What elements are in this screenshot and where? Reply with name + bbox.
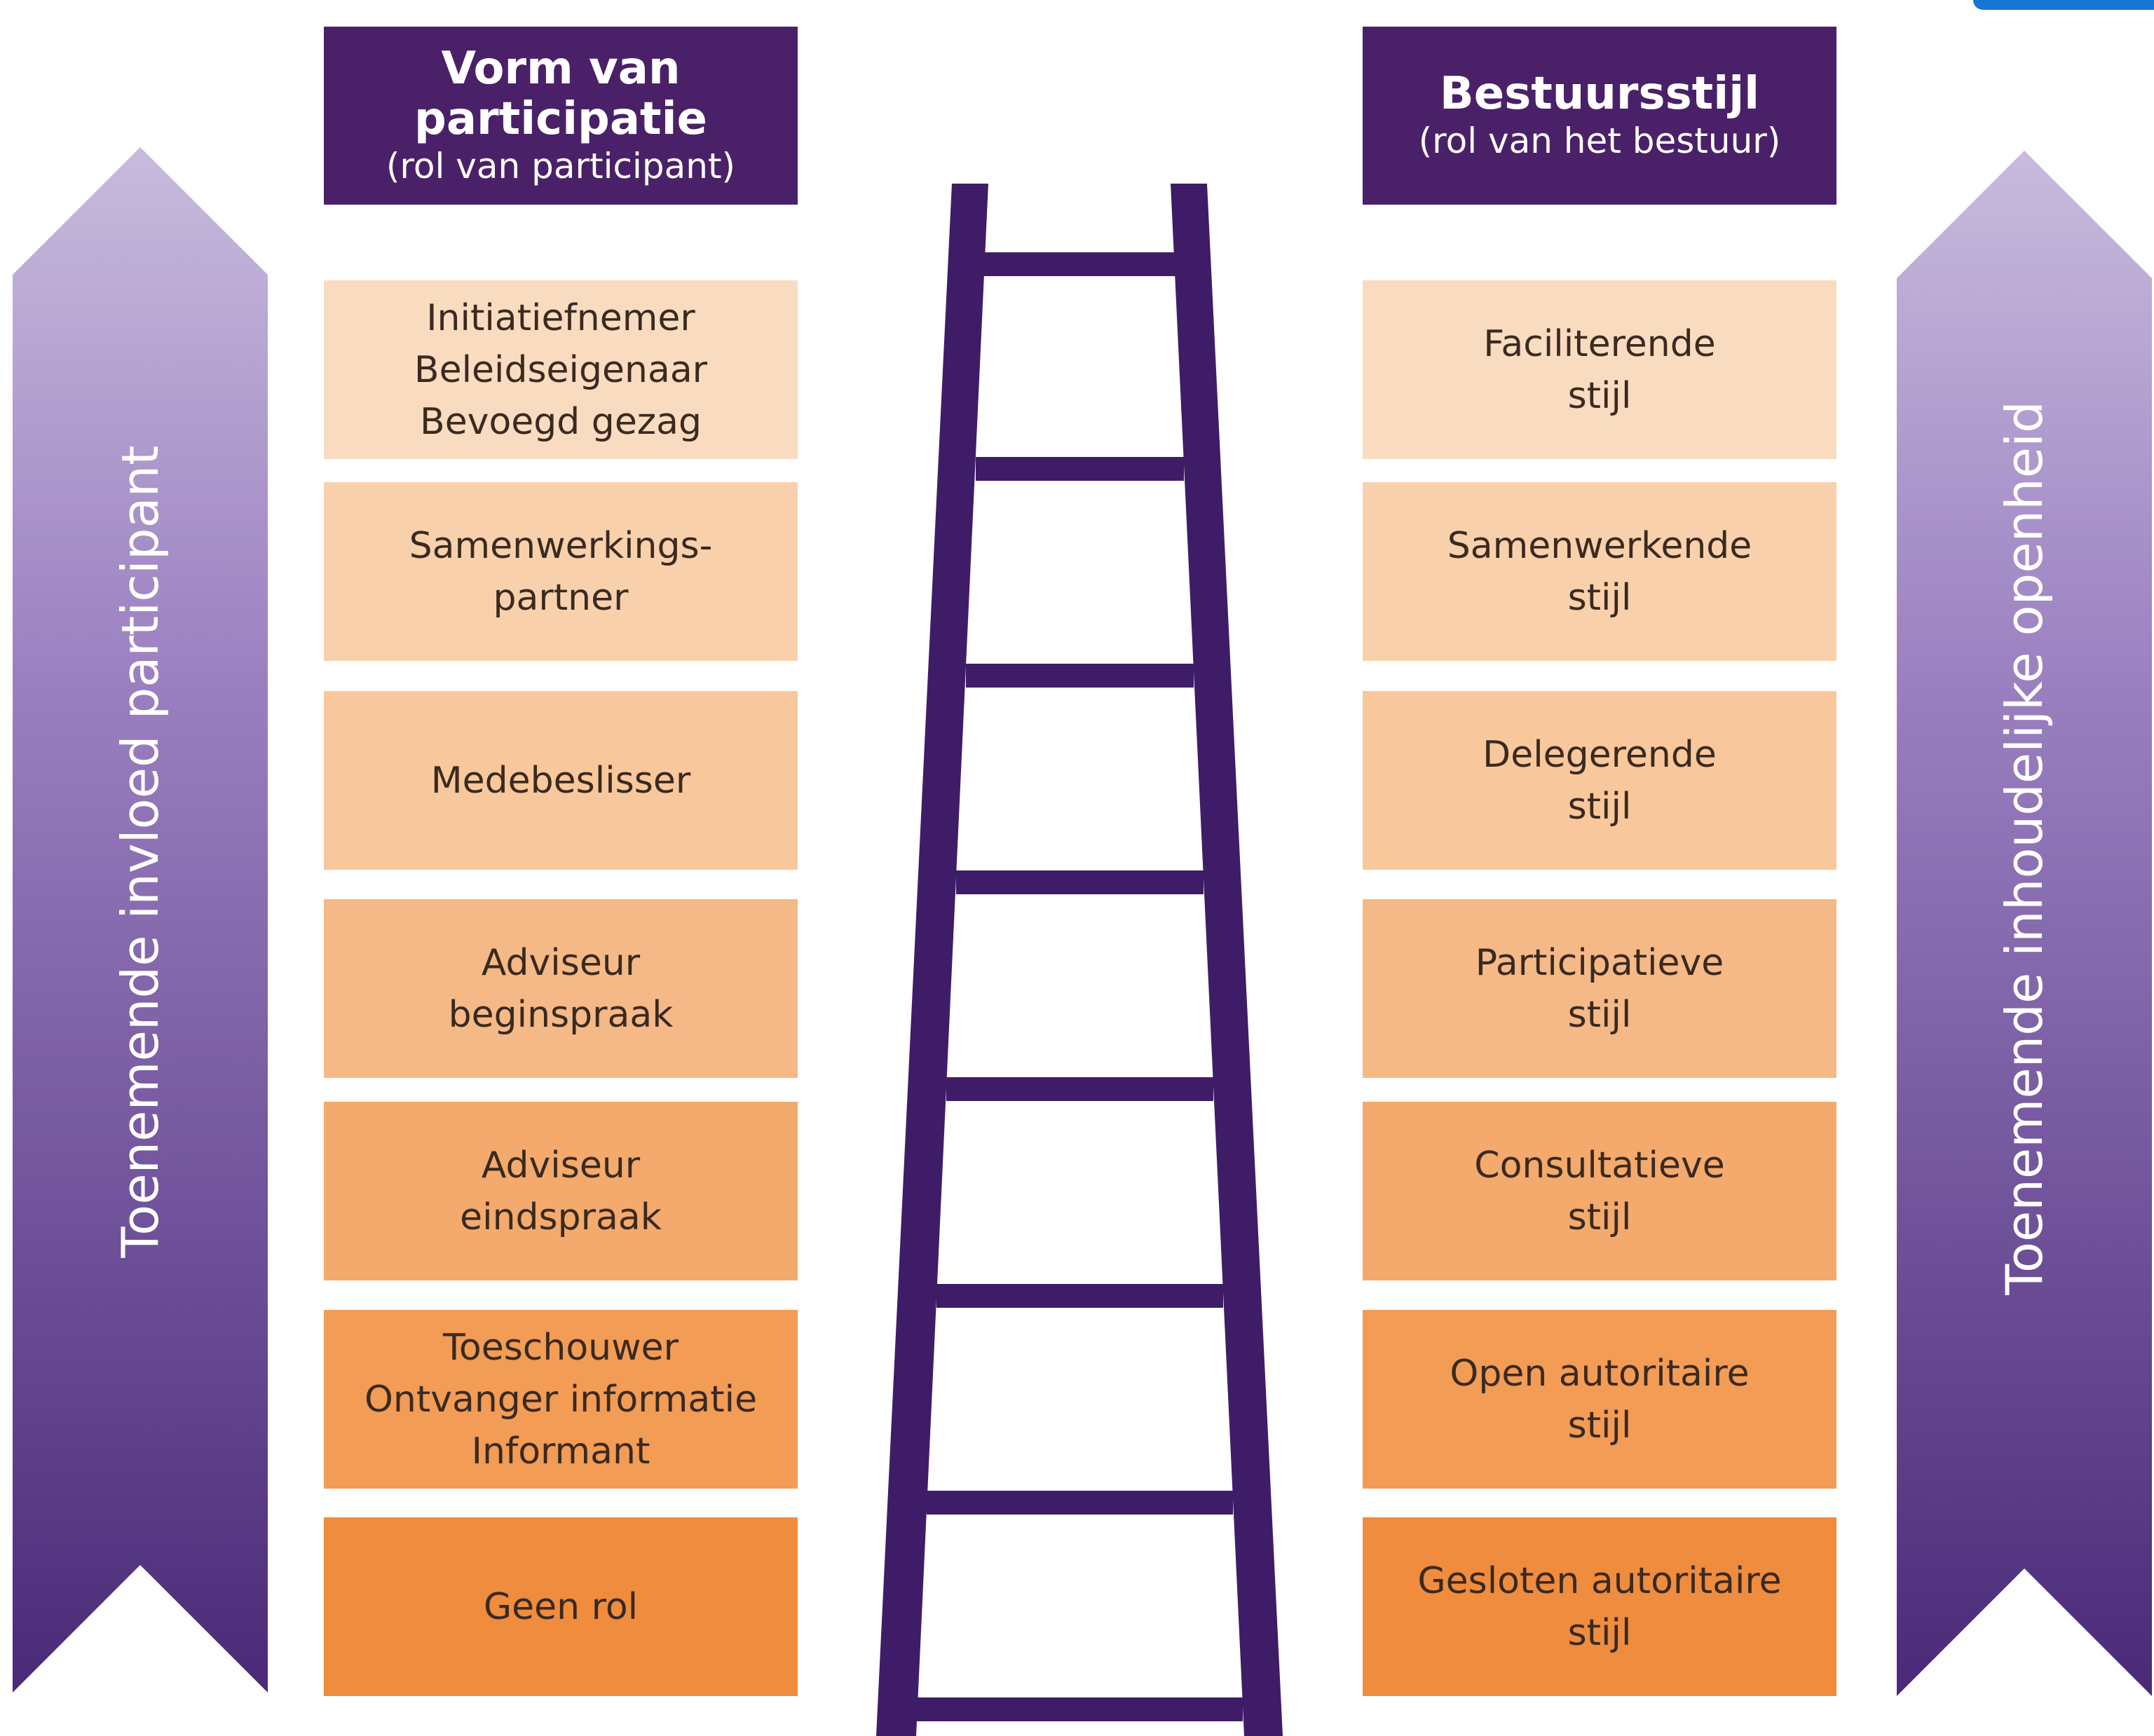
participation-role-text-line: partner [493,576,629,619]
governance-style-text-line: Gesloten autoritaire [1417,1559,1782,1602]
participation-role-text-line: eindspraak [460,1196,662,1238]
governance-style-box: Consultatieve stijl [1363,1102,1836,1280]
participation-role-text-line: Informant [471,1430,650,1472]
governance-style-text-line: Consultatieve [1474,1144,1725,1187]
participation-role-text-line: Toeschouwer [442,1326,679,1369]
governance-header-title: Bestuursstijl [1439,68,1760,120]
participation-role-text-line: Beleidseigenaar [414,348,708,391]
participation-role-box: Adviseur beginspraak [324,899,798,1078]
governance-style-text-line: stijl [1567,576,1632,619]
participation-role-text-line: Geen rol [483,1585,639,1628]
governance-style-text-line: stijl [1567,993,1632,1036]
ladder-rung [927,1491,1233,1515]
governance-style-text-line: stijl [1567,1611,1632,1654]
ladder [876,184,1283,1736]
ladder-rung [946,1077,1213,1101]
governance-style-text-line: Open autoritaire [1450,1352,1750,1395]
governance-style-box: Gesloten autoritaire stijl [1363,1517,1836,1696]
governance-style-text-line: Participatieve [1475,941,1724,984]
participation-role-box: Samenwerkings-partner [324,482,798,661]
ladder-rung [976,457,1184,481]
left-arrow [13,147,268,1693]
governance-style-text-line: stijl [1567,1404,1632,1447]
governance-style-box: Participatieve stijl [1363,899,1836,1078]
participation-role-box: Geen rol [324,1517,798,1696]
governance-style-text-line: stijl [1567,1196,1632,1238]
governance-header-subtitle: (rol van het bestuur) [1418,121,1781,161]
participation-role-text-line: Adviseur [481,941,641,984]
participation-header-title-line1: Vorm van [441,43,681,95]
participation-header-title-line2: participatie [414,93,707,145]
governance-style-text-line: Faciliterende [1483,322,1716,365]
top-corner-badge [1973,0,2154,10]
participation-role-text-line: Samenwerkings- [409,524,713,567]
participation-role-box: Medebeslisser [324,691,798,870]
ladder-rung [917,1697,1243,1721]
governance-style-box: Faciliterende stijl [1363,280,1836,459]
ladder-rung [956,870,1204,894]
participation-role-text-line: Ontvanger informatie [364,1378,758,1421]
governance-style-box: Samenwerkende stijl [1363,482,1836,661]
governance-style-box: Open autoritaire stijl [1363,1310,1836,1489]
ladder-rung [936,1284,1223,1308]
governance-style-text-line: Delegerende [1482,733,1717,776]
governance-style-text-line: Samenwerkende [1447,524,1752,567]
participation-role-text-line: Bevoegd gezag [420,400,702,443]
governance-header: Bestuursstijl (rol van het bestuur) [1363,27,1836,205]
ladder-rung [966,664,1194,688]
left-arrow-label: Toenemende invloed participant [111,445,170,1258]
participation-role-text-line: Adviseur [481,1144,641,1187]
participation-role-text-line: beginspraak [448,993,674,1036]
participation-role-box: Adviseur eindspraak [324,1102,798,1280]
right-arrow-label: Toenemende inhoudelijke openheid [1995,401,2054,1295]
governance-style-text-line: stijl [1567,374,1632,417]
right-arrow [1897,151,2152,1696]
ladder-rung [981,252,1178,276]
participation-header: Vorm van participatie (rol van participa… [324,27,798,205]
participation-role-text-line: Medebeslisser [430,759,691,802]
participation-header-subtitle: (rol van participant) [386,146,736,186]
governance-style-box: Delegerende stijl [1363,691,1836,870]
participation-role-text-line: Initiatiefnemer [426,296,695,339]
governance-style-text-line: stijl [1567,785,1632,828]
